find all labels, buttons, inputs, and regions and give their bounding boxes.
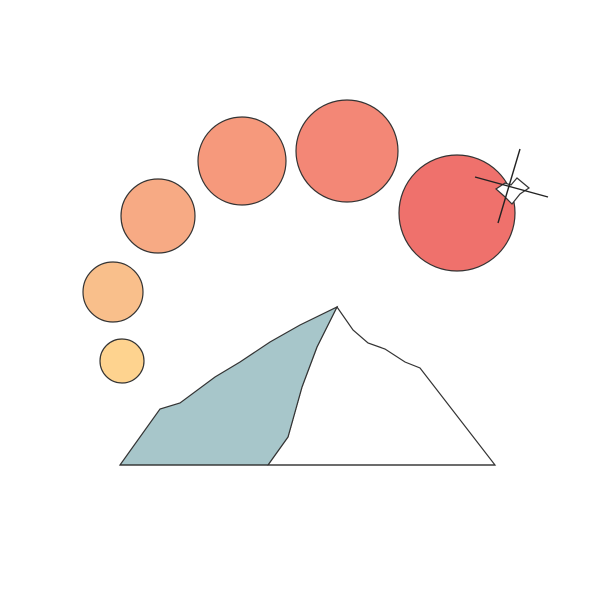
sun-arc-circles — [82, 99, 516, 384]
arc-circle-3 — [120, 178, 196, 254]
sparkle-icon — [474, 148, 549, 224]
mountain-icon — [118, 305, 497, 466]
arc-circle-6 — [398, 154, 516, 272]
arc-circle-2 — [82, 261, 144, 323]
arc-circle-5 — [295, 99, 399, 203]
arc-circle-1 — [99, 338, 145, 384]
mountain-shadow-face — [118, 305, 339, 466]
sparkle-ray-horizontal — [474, 176, 549, 198]
arc-circle-4 — [197, 116, 287, 206]
